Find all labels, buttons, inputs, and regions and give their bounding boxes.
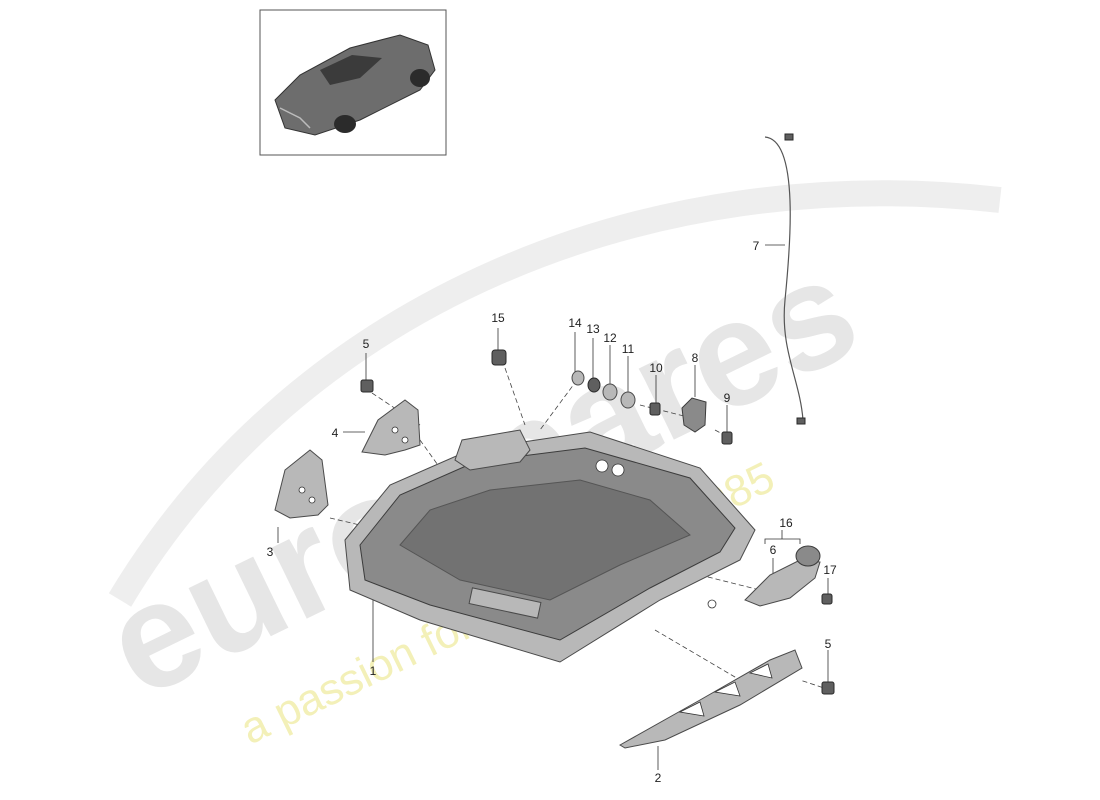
watermark-swoosh [108, 180, 1002, 607]
callout-5a: 5 [363, 337, 370, 351]
bolt-5b [821, 681, 835, 695]
car-thumbnail-icon [274, 34, 436, 136]
bracket-3-part [274, 449, 329, 519]
callout-5b: 5 [825, 637, 832, 651]
washer-14 [571, 370, 585, 386]
callout-9: 9 [724, 391, 731, 405]
small-hardware [360, 133, 835, 695]
cover-6-part [744, 545, 821, 607]
callout-7: 7 [753, 239, 760, 253]
leader-lines [277, 244, 831, 770]
callout-3: 3 [267, 545, 274, 559]
callout-8: 8 [692, 351, 699, 365]
callout-16: 16 [779, 516, 793, 530]
callout-17: 17 [823, 563, 837, 577]
nut-15 [491, 349, 507, 366]
callout-2: 2 [655, 771, 662, 785]
callout-13: 13 [586, 322, 600, 336]
callout-12: 12 [603, 331, 617, 345]
wiring-harness-7 [764, 136, 804, 421]
callout-15: 15 [491, 311, 505, 325]
car-thumbnail [259, 9, 447, 156]
bolt-17 [821, 593, 833, 605]
callout-10: 10 [649, 361, 663, 375]
callouts: 1 2 3 4 5 5 6 7 8 9 10 11 12 13 14 15 16… [267, 239, 837, 785]
bolt-10 [649, 402, 661, 416]
connector-7b [796, 417, 806, 425]
washer-13 [587, 377, 601, 393]
bolt-5a [360, 379, 374, 393]
seat-frame-part [344, 429, 756, 663]
bracket-4-part [361, 399, 421, 456]
callout-1: 1 [370, 664, 377, 678]
callout-14: 14 [568, 316, 582, 330]
rail-2-part [619, 649, 803, 749]
callout-11: 11 [622, 342, 635, 356]
washer-12 [602, 383, 618, 401]
callout-6: 6 [770, 543, 777, 557]
bolt-9 [721, 431, 733, 445]
motor-8 [681, 397, 707, 433]
washer-11 [620, 391, 636, 409]
callout-4: 4 [332, 426, 339, 440]
connector-7a [784, 133, 794, 141]
